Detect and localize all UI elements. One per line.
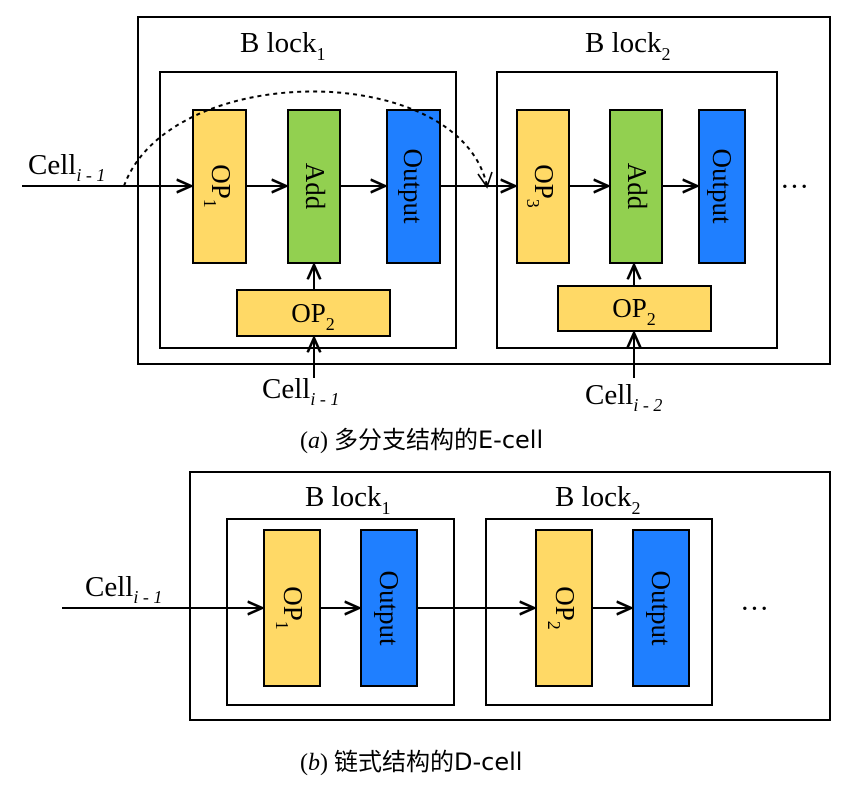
e-cell-block2-title: B lock2 [585, 27, 671, 64]
d-cell-block1-op1-box [263, 529, 321, 687]
e-cell-block2-output-label: Output [707, 148, 737, 224]
d-cell-block2-op2-box [535, 529, 593, 687]
d-cell-block-2: B lock2 OP2 Output [485, 481, 713, 706]
d-cell-block1-frame [226, 518, 455, 706]
d-cell-block2-frame [485, 518, 713, 706]
d-cell-ellipsis: ··· [740, 593, 769, 625]
e-cell-input-label: Celli - 1 [28, 149, 105, 185]
e-cell-skip-connection [123, 90, 488, 187]
e-cell-block2-frame [496, 71, 778, 349]
d-cell-block1-title: B lock1 [305, 481, 391, 518]
d-cell-block2-output-label: Output [646, 570, 676, 646]
e-cell-caption: (a) 多分支结构的E-cell [300, 426, 543, 454]
d-cell-block2-title: B lock2 [555, 481, 641, 518]
e-cell-block1-op1-label: OP1 [200, 164, 236, 208]
d-cell-block1-op1-label: OP1 [272, 586, 308, 630]
e-cell-bottom-input2-label: Celli - 2 [585, 379, 662, 415]
e-cell-block2-op2-label: OP2 [612, 293, 656, 329]
e-cell-skip-arrowhead [477, 171, 493, 189]
e-cell-block2-op2-box [557, 285, 712, 332]
d-cell-diagram: B lock1 OP1 Output B lock2 OP2 Output Ce… [62, 471, 831, 776]
e-cell-block1-add-label: Add [300, 163, 330, 210]
d-cell-input-label: Celli - 1 [85, 571, 162, 607]
e-cell-block2-add-box [609, 109, 663, 264]
e-cell-block1-title: B lock1 [240, 27, 326, 64]
d-cell-block2-output-box [632, 529, 690, 687]
d-cell-block1-output-label: Output [374, 570, 404, 646]
d-cell-caption: (b) 链式结构的D-cell [300, 748, 522, 776]
e-cell-outer-frame [137, 16, 831, 365]
e-cell-block1-op2-label: OP2 [291, 298, 335, 334]
e-cell-ellipsis: ··· [780, 171, 809, 203]
e-cell-block-1: B lock1 OP1 Add Output OP2 [159, 27, 457, 349]
d-cell-block1-output-box [360, 529, 418, 687]
e-cell-block1-output-label: Output [398, 148, 428, 224]
d-cell-block-1: B lock1 OP1 Output [226, 481, 455, 706]
e-cell-bottom-input1-label: Celli - 1 [262, 373, 339, 409]
d-cell-outer-frame [189, 471, 831, 721]
e-cell-block2-output-box [698, 109, 746, 264]
d-cell-block2-op2-label: OP2 [544, 586, 580, 630]
e-cell-block2-op3-box [516, 109, 570, 264]
e-cell-diagram: B lock1 OP1 Add Output OP2 B lock2 OP3 A… [22, 16, 831, 454]
e-cell-block2-op3-label: OP3 [523, 164, 559, 208]
e-cell-block-2: B lock2 OP3 Add Output OP2 [496, 27, 778, 349]
e-cell-block2-add-label: Add [622, 163, 652, 210]
